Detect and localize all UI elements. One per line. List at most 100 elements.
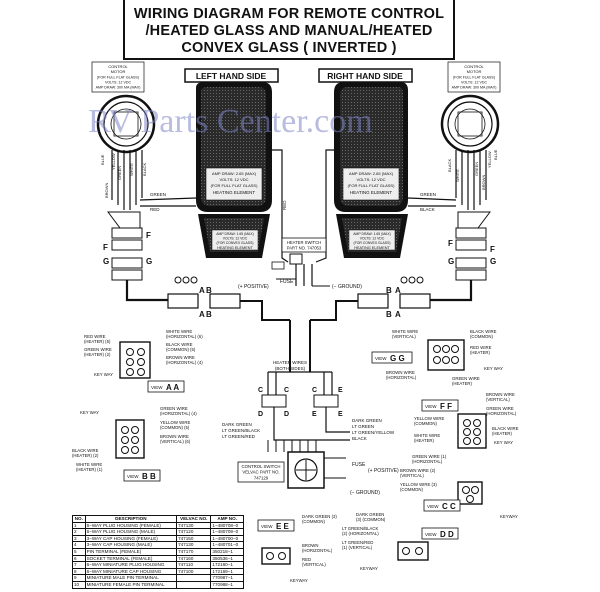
heater-switch-label: HEATER SWITCH	[287, 240, 321, 245]
view-ee-wire-label: DARK GREEN (3)	[302, 514, 337, 519]
view-gg: VIEW G G WHITE WIRE (VERTICAL) BLACK WIR…	[371, 329, 503, 386]
table-cell: SOCKET TERMINAL (FEMALE)	[84, 554, 178, 563]
view-bb-wire-sublabel: (HEATER) (1)	[76, 467, 103, 472]
connector-g-label: G	[103, 257, 109, 266]
table-cell: 172169−1	[210, 567, 244, 576]
right-hand-side-label: RIGHT HAND SIDE	[327, 71, 403, 81]
table-cell: 1−480701−0	[210, 541, 244, 549]
table-cell: 747160	[176, 554, 212, 563]
left-hand-side-label: LEFT HAND SIDE	[196, 71, 267, 81]
left-motor-spec-line-5: AMP DRAW: 300 MA (MAX)	[96, 86, 141, 90]
view-gg-wire-sublabel: (COMMON)	[470, 334, 493, 339]
view-bb-wire-label: BLACK WIRE	[72, 448, 99, 453]
view-dd-keyway-label: KEYWAY	[360, 566, 378, 571]
right-lower-element-volts: VOLTS: 12 VDC	[360, 237, 385, 241]
control-switch-part-label: VELVAC PART NO.	[242, 470, 279, 475]
control-switch-label: CONTROL SWITCH	[242, 464, 281, 469]
view-ff-wire-label: YELLOW WIRE	[414, 416, 444, 421]
view-gg-keyway-label: KEY WAY	[484, 366, 503, 371]
view-dd-wire-label: LT GREEN/BLACK	[342, 526, 379, 531]
view-ff-wire-label: BROWN WIRE	[486, 392, 515, 397]
view-cc-wire-sublabel: (COMMON)	[400, 487, 423, 492]
table-cell: 747110	[176, 561, 212, 569]
view-gg-wire-label: GREEN WIRE	[452, 376, 480, 381]
view-bb-wire-sublabel: (VERTICAL) (6)	[160, 439, 191, 444]
left-motor-wire-label: BLUE	[100, 154, 105, 165]
parts-table-header: NO.	[72, 515, 86, 523]
view-cc-label: VIEW	[427, 504, 439, 509]
view-dd-wire-sublabel: (1) (VERTICAL)	[342, 545, 373, 550]
connector-g-label: G	[448, 257, 454, 266]
right-motor-wire-label: BLUE	[493, 149, 498, 160]
view-gg-wire-label: BLACK WIRE	[470, 329, 497, 334]
view-dd-id: D D	[440, 530, 454, 539]
view-ff-wire-label: BLACK WIRE	[492, 426, 519, 431]
table-cell: PIN TERMINAL (FEMALE)	[84, 547, 178, 556]
view-bb-wire-label: GREEN WIRE	[160, 406, 188, 411]
table-cell: 8	[72, 567, 86, 576]
switch-wire-label: LT GREEN/YELLOW	[352, 430, 395, 435]
view-aa-wire-sublabel: (HORIZONTAL) (6)	[166, 334, 203, 339]
table-cell: 1−480709−0	[210, 528, 244, 536]
view-dd-wire-label: LT GREEN/RED	[342, 540, 373, 545]
view-gg-wire-sublabel: (VERTICAL)	[392, 334, 416, 339]
right-upper-element-amp: AMP DRAW: 2.65 (MAX)	[349, 171, 394, 176]
right-lower-element-label-box	[348, 229, 396, 251]
view-ee-keyway-label: KEYWAY	[290, 578, 308, 583]
heater-fuse-label: FUSE	[280, 279, 294, 285]
view-ee-wire-sublabel: (COMMON)	[302, 519, 325, 524]
switch-wire-label: LT GREEN/BLACK	[222, 428, 260, 433]
view-cc-wire-sublabel: (VERTICAL)	[400, 473, 424, 478]
view-cc-wire-label: GREEN WIRE (1)	[412, 454, 447, 459]
view-aa-id: A A	[166, 383, 179, 392]
left-motor-spec-line-1: CONTROL	[108, 64, 128, 69]
right-mirror-head: RIGHT HAND SIDE AMP DRAW: 2.65 (MAX) VOL…	[318, 68, 413, 258]
table-cell: 3−WAY CAP HOUSING (MALE)	[84, 541, 178, 549]
view-cc-id: C C	[442, 502, 456, 511]
table-cell: 747130	[176, 521, 212, 530]
left-motor-wire-label: WHITE	[129, 163, 134, 176]
right-motor-wire-label: BROWN	[481, 175, 486, 190]
connector-a-label: A	[395, 286, 401, 295]
table-cell: 747100	[176, 567, 212, 576]
connector-b-label: B	[386, 286, 392, 295]
connector-f-label: F	[103, 243, 108, 252]
table-cell: 6−WAY PLUG HOUSING (MALE)	[84, 528, 178, 536]
right-upper-element-label-box	[342, 167, 400, 201]
view-aa-wire-label: WHITE WIRE	[166, 329, 192, 334]
connector-b-label: B	[386, 310, 392, 319]
left-lower-element-title: HEATING ELEMENT	[217, 246, 253, 250]
right-motor-spec-line-3: (FOR FULL FLAT GLASS)	[453, 76, 495, 80]
table-cell: 6−WAY PLUG HOUSING (FEMALE)	[84, 521, 178, 530]
view-dd-wire-sublabel: (2) (HORIZONTAL)	[342, 531, 379, 536]
left-upper-element-title: HEATING ELEMENT	[213, 190, 255, 195]
view-ee: VIEW E E DARK GREEN (3) (COMMON) BROWN (…	[257, 514, 337, 583]
table-cell: 3−WAY CAP HOUSING (FEMALE)	[84, 534, 178, 543]
left-lower-element-amp: AMP DRAW: 1.65 (MAX)	[216, 232, 253, 236]
view-dd-wire-sublabel: (3) (COMMON)	[356, 517, 386, 522]
view-ff: VIEW F F BROWN WIRE (VERTICAL) GREEN WIR…	[414, 392, 519, 449]
view-aa-wire-label: BLACK WIRE	[166, 342, 193, 347]
right-lower-element-title: HEATING ELEMENT	[354, 246, 390, 250]
table-cell: 1−480700−0	[210, 534, 244, 543]
view-aa-wire-sublabel: (HORIZONTAL) (4)	[166, 360, 203, 365]
table-cell: MINIATURE FEMALE PIN TERMINAL	[84, 580, 178, 589]
view-gg-label: VIEW	[375, 356, 387, 361]
right-green-wire-label: GREEN	[420, 192, 436, 197]
left-lower-element-glass: (FOR CONVEX GLASS)	[217, 241, 254, 245]
right-motor-wire-label: BLACK	[447, 159, 452, 172]
connector-e-label: E	[338, 411, 343, 418]
view-bb-wire-label: BROWN WIRE	[160, 434, 189, 439]
parts-table-header: DESCRIPTION	[84, 515, 178, 523]
left-ab-connector: A B A B	[167, 276, 290, 321]
connector-f-label: F	[490, 245, 495, 254]
view-ff-id: F F	[440, 402, 452, 411]
view-cc-wire-label: BROWN WIRE (2)	[400, 468, 436, 473]
left-motor-spec-line-4: VOLTS: 12 VDC	[105, 81, 132, 85]
view-aa-wire-label: RED WIRE	[84, 334, 106, 339]
